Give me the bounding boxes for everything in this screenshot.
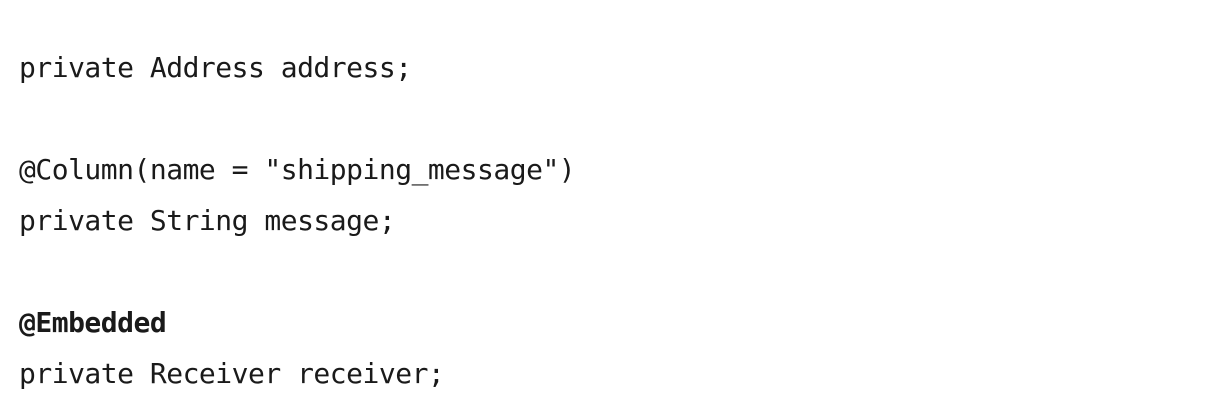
code-line-receiver-field: private Receiver receiver;	[19, 357, 445, 390]
code-line-address-field: private Address address;	[19, 51, 412, 84]
code-line-blank	[19, 246, 575, 297]
code-line-blank	[19, 93, 575, 144]
code-block: private Address address; @Column(name = …	[19, 42, 576, 399]
code-line-column-annotation: @Column(name = "shipping_message")	[19, 153, 576, 186]
code-line-embedded-annotation: @Embedded	[19, 306, 167, 339]
code-line-message-field: private String message;	[19, 204, 396, 237]
